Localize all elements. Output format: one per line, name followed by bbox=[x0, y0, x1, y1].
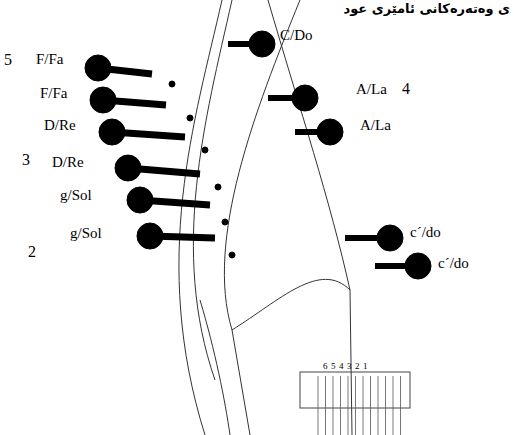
note-label: C/Do bbox=[280, 28, 313, 43]
callout-number: 4 bbox=[402, 81, 410, 97]
callout-number: 6 bbox=[323, 362, 328, 371]
callout-number: 2 bbox=[355, 362, 360, 371]
note-label: F/Fa bbox=[40, 86, 68, 101]
callout-number: 3 bbox=[347, 362, 352, 371]
note-label: D/Re bbox=[52, 155, 84, 170]
note-label: c´/do bbox=[438, 256, 469, 271]
note-label: D/Re bbox=[44, 118, 76, 133]
note-label: A/La bbox=[356, 82, 387, 97]
callout-number: 2 bbox=[28, 244, 36, 260]
callout-number: 5 bbox=[331, 362, 336, 371]
note-label: A/La bbox=[360, 118, 391, 133]
note-label: F/Fa bbox=[36, 52, 64, 67]
callout-number: 4 bbox=[339, 362, 344, 371]
callout-number: 5 bbox=[4, 52, 12, 68]
note-label: g/Sol bbox=[70, 226, 102, 241]
note-label: g/Sol bbox=[60, 188, 92, 203]
title: ی وەتەرەکانی ئامێری عود bbox=[344, 1, 510, 16]
callout-number: 1 bbox=[363, 362, 368, 371]
note-label: c´/do bbox=[410, 225, 441, 240]
callout-number: 3 bbox=[22, 152, 30, 168]
